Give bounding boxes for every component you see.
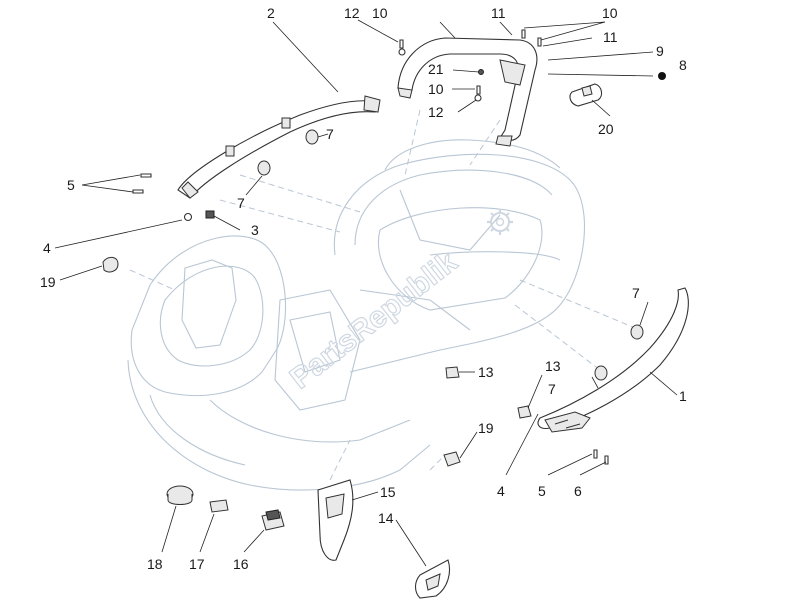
label-4-left: 4 xyxy=(43,240,51,256)
watermark-text: PartsRepublik xyxy=(284,245,464,395)
label-7-a: 7 xyxy=(326,126,334,142)
label-7-b: 7 xyxy=(237,195,245,211)
label-12-top: 12 xyxy=(344,5,360,21)
label-21: 21 xyxy=(428,61,444,77)
part-8-dot xyxy=(658,72,666,80)
label-7-d: 7 xyxy=(548,381,556,397)
part-19-plug xyxy=(102,256,119,273)
label-16: 16 xyxy=(233,556,249,572)
part-18-cap-side xyxy=(167,494,193,505)
label-10-top: 10 xyxy=(372,5,388,21)
label-19-left: 19 xyxy=(40,274,56,290)
label-5-right: 5 xyxy=(538,483,546,499)
label-6: 6 xyxy=(574,483,582,499)
fasteners xyxy=(132,29,609,465)
part-rack xyxy=(397,37,538,147)
part-14-panel xyxy=(414,559,451,599)
leader-lines xyxy=(54,19,678,567)
callout-labels: 2 12 10 11 10 11 9 8 21 10 12 20 7 5 7 3… xyxy=(40,5,687,572)
part-19-plug-2 xyxy=(443,451,461,467)
part-16-clip-top xyxy=(265,509,281,521)
label-13-right: 13 xyxy=(545,358,561,374)
label-10-mid: 10 xyxy=(428,81,444,97)
gear-icon xyxy=(487,209,513,235)
label-5-left: 5 xyxy=(67,177,75,193)
label-20: 20 xyxy=(598,121,614,137)
label-2: 2 xyxy=(267,5,275,21)
grommets-7 xyxy=(257,129,644,381)
part-13-clip-2 xyxy=(517,405,532,419)
label-17: 17 xyxy=(189,556,205,572)
label-14: 14 xyxy=(378,510,394,526)
label-15: 15 xyxy=(380,484,396,500)
label-7-c: 7 xyxy=(632,285,640,301)
label-11-top: 11 xyxy=(491,5,506,21)
label-1: 1 xyxy=(679,388,687,404)
label-19-mid: 19 xyxy=(478,420,494,436)
label-8: 8 xyxy=(679,57,687,73)
part-20-bracket xyxy=(569,83,603,107)
label-18: 18 xyxy=(147,556,163,572)
part-17-pad xyxy=(209,499,229,513)
label-9: 9 xyxy=(656,43,664,59)
label-4-right: 4 xyxy=(497,483,505,499)
part-15-panel xyxy=(317,479,354,561)
label-11-right: 11 xyxy=(603,29,618,45)
part-2-trim xyxy=(177,95,381,199)
label-3: 3 xyxy=(251,222,259,238)
label-10-right: 10 xyxy=(602,5,618,21)
part-1-trim xyxy=(537,287,689,433)
label-12-mid: 12 xyxy=(428,104,444,120)
label-13-mid: 13 xyxy=(478,364,494,380)
part-13-clip xyxy=(445,366,460,379)
scooter-body-outline xyxy=(127,109,641,491)
